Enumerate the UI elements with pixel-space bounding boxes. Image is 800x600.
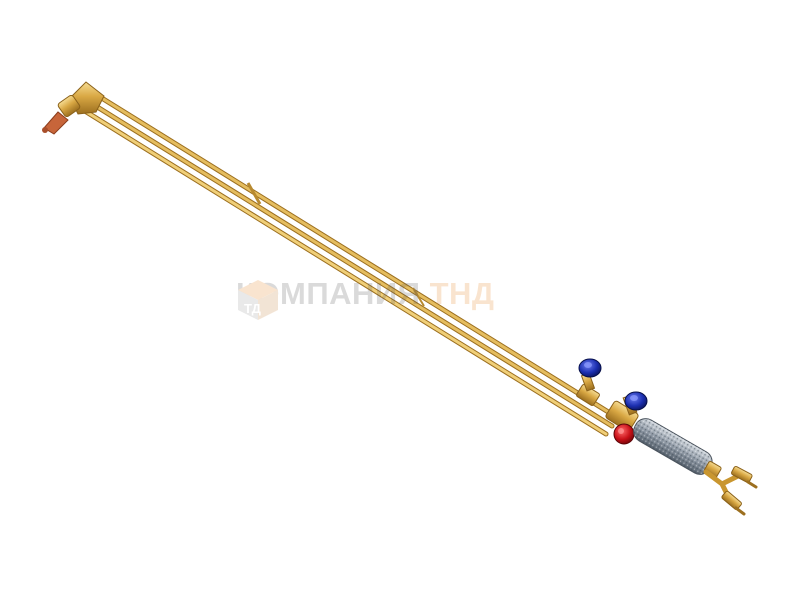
watermark-brand: ТНД bbox=[429, 276, 495, 311]
brass-tubes bbox=[77, 89, 621, 437]
watermark-text: КОМПАНИЯ ТНД bbox=[236, 278, 495, 309]
blue-valve-knob-upper bbox=[578, 358, 602, 378]
company-watermark: ТД КОМПАНИЯ ТНД bbox=[236, 278, 495, 320]
red-valve-knob bbox=[613, 423, 635, 445]
hose-fittings bbox=[703, 465, 758, 516]
watermark-company: КОМПАНИЯ bbox=[236, 276, 421, 311]
logo-letters: ТД bbox=[244, 301, 262, 316]
brand-cube-logo-icon: ТД bbox=[238, 280, 278, 320]
torch-head bbox=[42, 81, 105, 135]
blue-valve-knob-lower bbox=[624, 391, 648, 411]
copper-nozzle bbox=[43, 111, 69, 135]
